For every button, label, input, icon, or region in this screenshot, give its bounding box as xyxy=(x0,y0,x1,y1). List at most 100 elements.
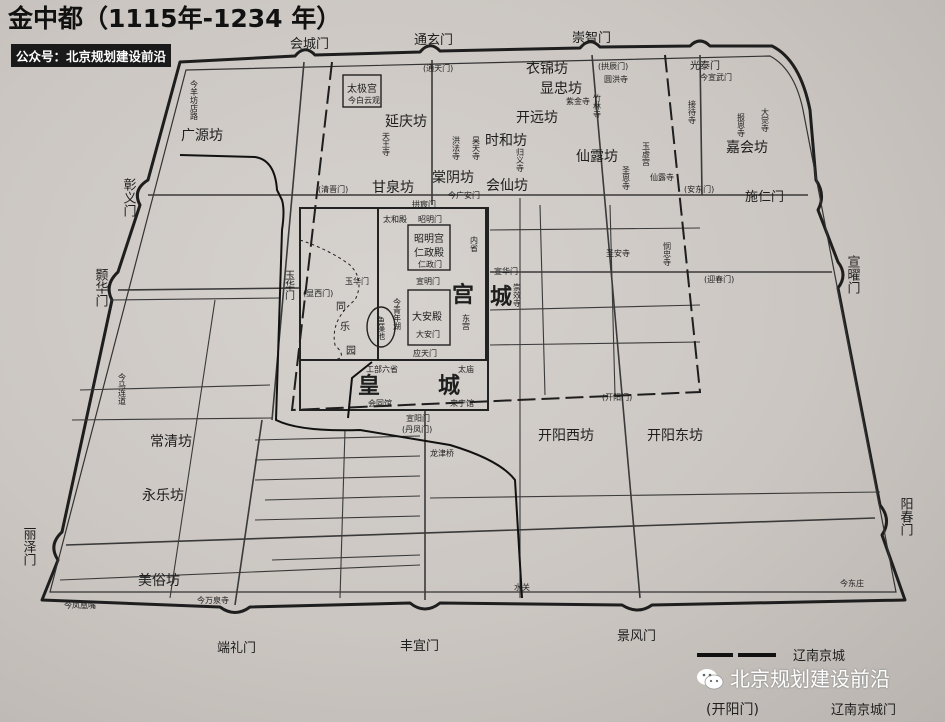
palace-label: 应天门 xyxy=(413,348,437,358)
palace-label: 今青年湖 xyxy=(393,297,402,331)
palace-label: 拱宸门 xyxy=(412,199,436,209)
taiji-palace-box xyxy=(342,74,382,108)
inner-wall-line xyxy=(49,55,897,593)
temple-label: 竹林寺 xyxy=(593,93,602,118)
ward-label: 美俗坊 xyxy=(138,573,180,589)
gate-label: 崇智门 xyxy=(572,31,611,46)
liao-gate-label: (通天门) xyxy=(423,63,453,73)
ward-label: 开阳东坊 xyxy=(647,428,703,444)
gate-label: 光泰门 xyxy=(690,59,720,72)
liao-gate-label: (清晋门) xyxy=(318,184,348,194)
ward-label: 开阳西坊 xyxy=(538,428,594,444)
imperial-label: 宣阳门 xyxy=(406,413,430,423)
imperial-label: 来宁馆 xyxy=(450,398,474,408)
palace-label: 大安门 xyxy=(416,329,440,339)
garden-label: 园 xyxy=(346,345,356,357)
ward-label: 衣锦坊 xyxy=(526,60,568,77)
zhaoming-palace xyxy=(407,224,451,271)
temple-label: 大觉寺 xyxy=(761,107,770,132)
account-badge: 公众号：北京规划建设前沿 xyxy=(11,44,172,67)
gate-label: 彰义门 xyxy=(121,177,137,217)
yuzao-pond xyxy=(366,306,396,348)
garden-label: 乐 xyxy=(340,321,350,333)
watermark: 北京规划建设前沿 xyxy=(696,667,890,691)
imperial-label: 太庙 xyxy=(458,364,474,374)
map-title: 金中都（1115年-1234 年） xyxy=(8,4,342,33)
temple-label: 天王寺 xyxy=(382,132,391,156)
outer-city-wall xyxy=(40,39,907,614)
river xyxy=(179,154,523,599)
gate-label: 玉华门 xyxy=(283,270,295,301)
modern-place-label: 今宣武门 xyxy=(700,72,732,82)
temple-label: 圣安寺 xyxy=(606,248,630,258)
temple-label: 圆洪寺 xyxy=(604,74,628,84)
ward-label: 开远坊 xyxy=(516,110,558,126)
temple-label: 洪法寺 xyxy=(452,135,461,160)
temple-label: 玉虚宫 xyxy=(642,142,651,167)
gate-label: 通玄门 xyxy=(414,33,453,48)
imperial-label: (丹凤门) xyxy=(402,424,432,434)
temple-label: 崇效寺 xyxy=(513,283,522,307)
ward-label: 广源坊 xyxy=(181,128,223,144)
ward-label: 嘉会坊 xyxy=(726,140,768,156)
palace-label: 大安殿 xyxy=(412,310,442,323)
liao-gate-label: (安东门) xyxy=(684,184,714,194)
modern-place-label: 今凤凰嘴 xyxy=(64,600,96,610)
liao-gate-label: (开阳门) xyxy=(602,392,632,402)
gate-label: 端礼门 xyxy=(217,640,256,656)
ward-label: 甘泉坊 xyxy=(372,179,414,196)
liao-gate-label: (显西门) xyxy=(303,288,333,298)
liao-gate-label: (拱辰门) xyxy=(598,61,628,71)
temple-label: 紫金寺 xyxy=(566,96,590,106)
temple-label: 悯忠寺 xyxy=(663,241,672,266)
temple-label: 圣恩寺 xyxy=(622,166,631,190)
gate-label: 会城门 xyxy=(290,37,329,52)
taiji-palace-label: 太极宫 xyxy=(347,82,377,95)
liao-nanjing-wall xyxy=(290,54,702,412)
gate-label: 景风门 xyxy=(617,629,656,644)
palace-label: 宣明门 xyxy=(416,276,440,286)
modern-place-label: 今白云观 xyxy=(348,95,380,105)
ward-label: 会仙坊 xyxy=(486,178,528,194)
temple-label: 仙露寺 xyxy=(650,172,674,182)
palace-label: 内省 xyxy=(470,235,479,253)
imperial-label: 会同馆 xyxy=(368,398,392,408)
palace-label: 城 xyxy=(490,284,512,310)
palace-label: 仁政殿 xyxy=(414,246,444,259)
ward-label: 永乐坊 xyxy=(142,488,184,504)
bridge-label: 龙津桥 xyxy=(430,448,454,458)
modern-place-label: 今马连道 xyxy=(118,372,127,406)
legend-wall-label: 辽南京城 xyxy=(793,648,845,664)
gate-label: 颢华门 xyxy=(93,268,109,307)
temple-label: 归义寺 xyxy=(516,147,525,172)
ward-label: 棠阴坊 xyxy=(432,170,474,186)
gate-label: 宣曜门 xyxy=(845,254,861,294)
temple-label: 报恩寺 xyxy=(737,112,746,137)
imperial-label: 城 xyxy=(438,373,460,399)
temple-label: 接待寺 xyxy=(688,99,697,124)
gate-label: 丽泽门 xyxy=(21,527,37,566)
imperial-label: 工部六省 xyxy=(366,364,398,374)
palace-label: 昭明门 xyxy=(418,214,442,224)
gate-label: 施仁门 xyxy=(745,190,784,205)
ward-label: 显忠坊 xyxy=(540,81,582,97)
watermark-text: 北京规划建设前沿 xyxy=(730,667,890,691)
palace-label: 宣华门 xyxy=(494,266,518,276)
river-branch xyxy=(347,361,373,419)
palace-label: 太和殿 xyxy=(383,214,407,224)
wechat-icon xyxy=(697,669,724,690)
garden-label: 同 xyxy=(336,301,346,313)
ward-label: 时和坊 xyxy=(485,133,527,149)
daan-hall-court xyxy=(407,289,451,346)
streets xyxy=(59,54,881,606)
legend-wall-mark xyxy=(738,653,776,657)
palace-label: 昭明宫 xyxy=(414,232,444,245)
gate-label: 阳春门 xyxy=(898,497,914,536)
ward-label: 仙露坊 xyxy=(576,149,618,165)
legend-wall-mark xyxy=(697,653,733,657)
palace-label: 东宫 xyxy=(462,313,471,331)
ward-label: 常清坊 xyxy=(150,434,192,450)
ward-label: 延庆坊 xyxy=(385,114,427,130)
liao-gate-label: (迎春门) xyxy=(704,274,734,284)
